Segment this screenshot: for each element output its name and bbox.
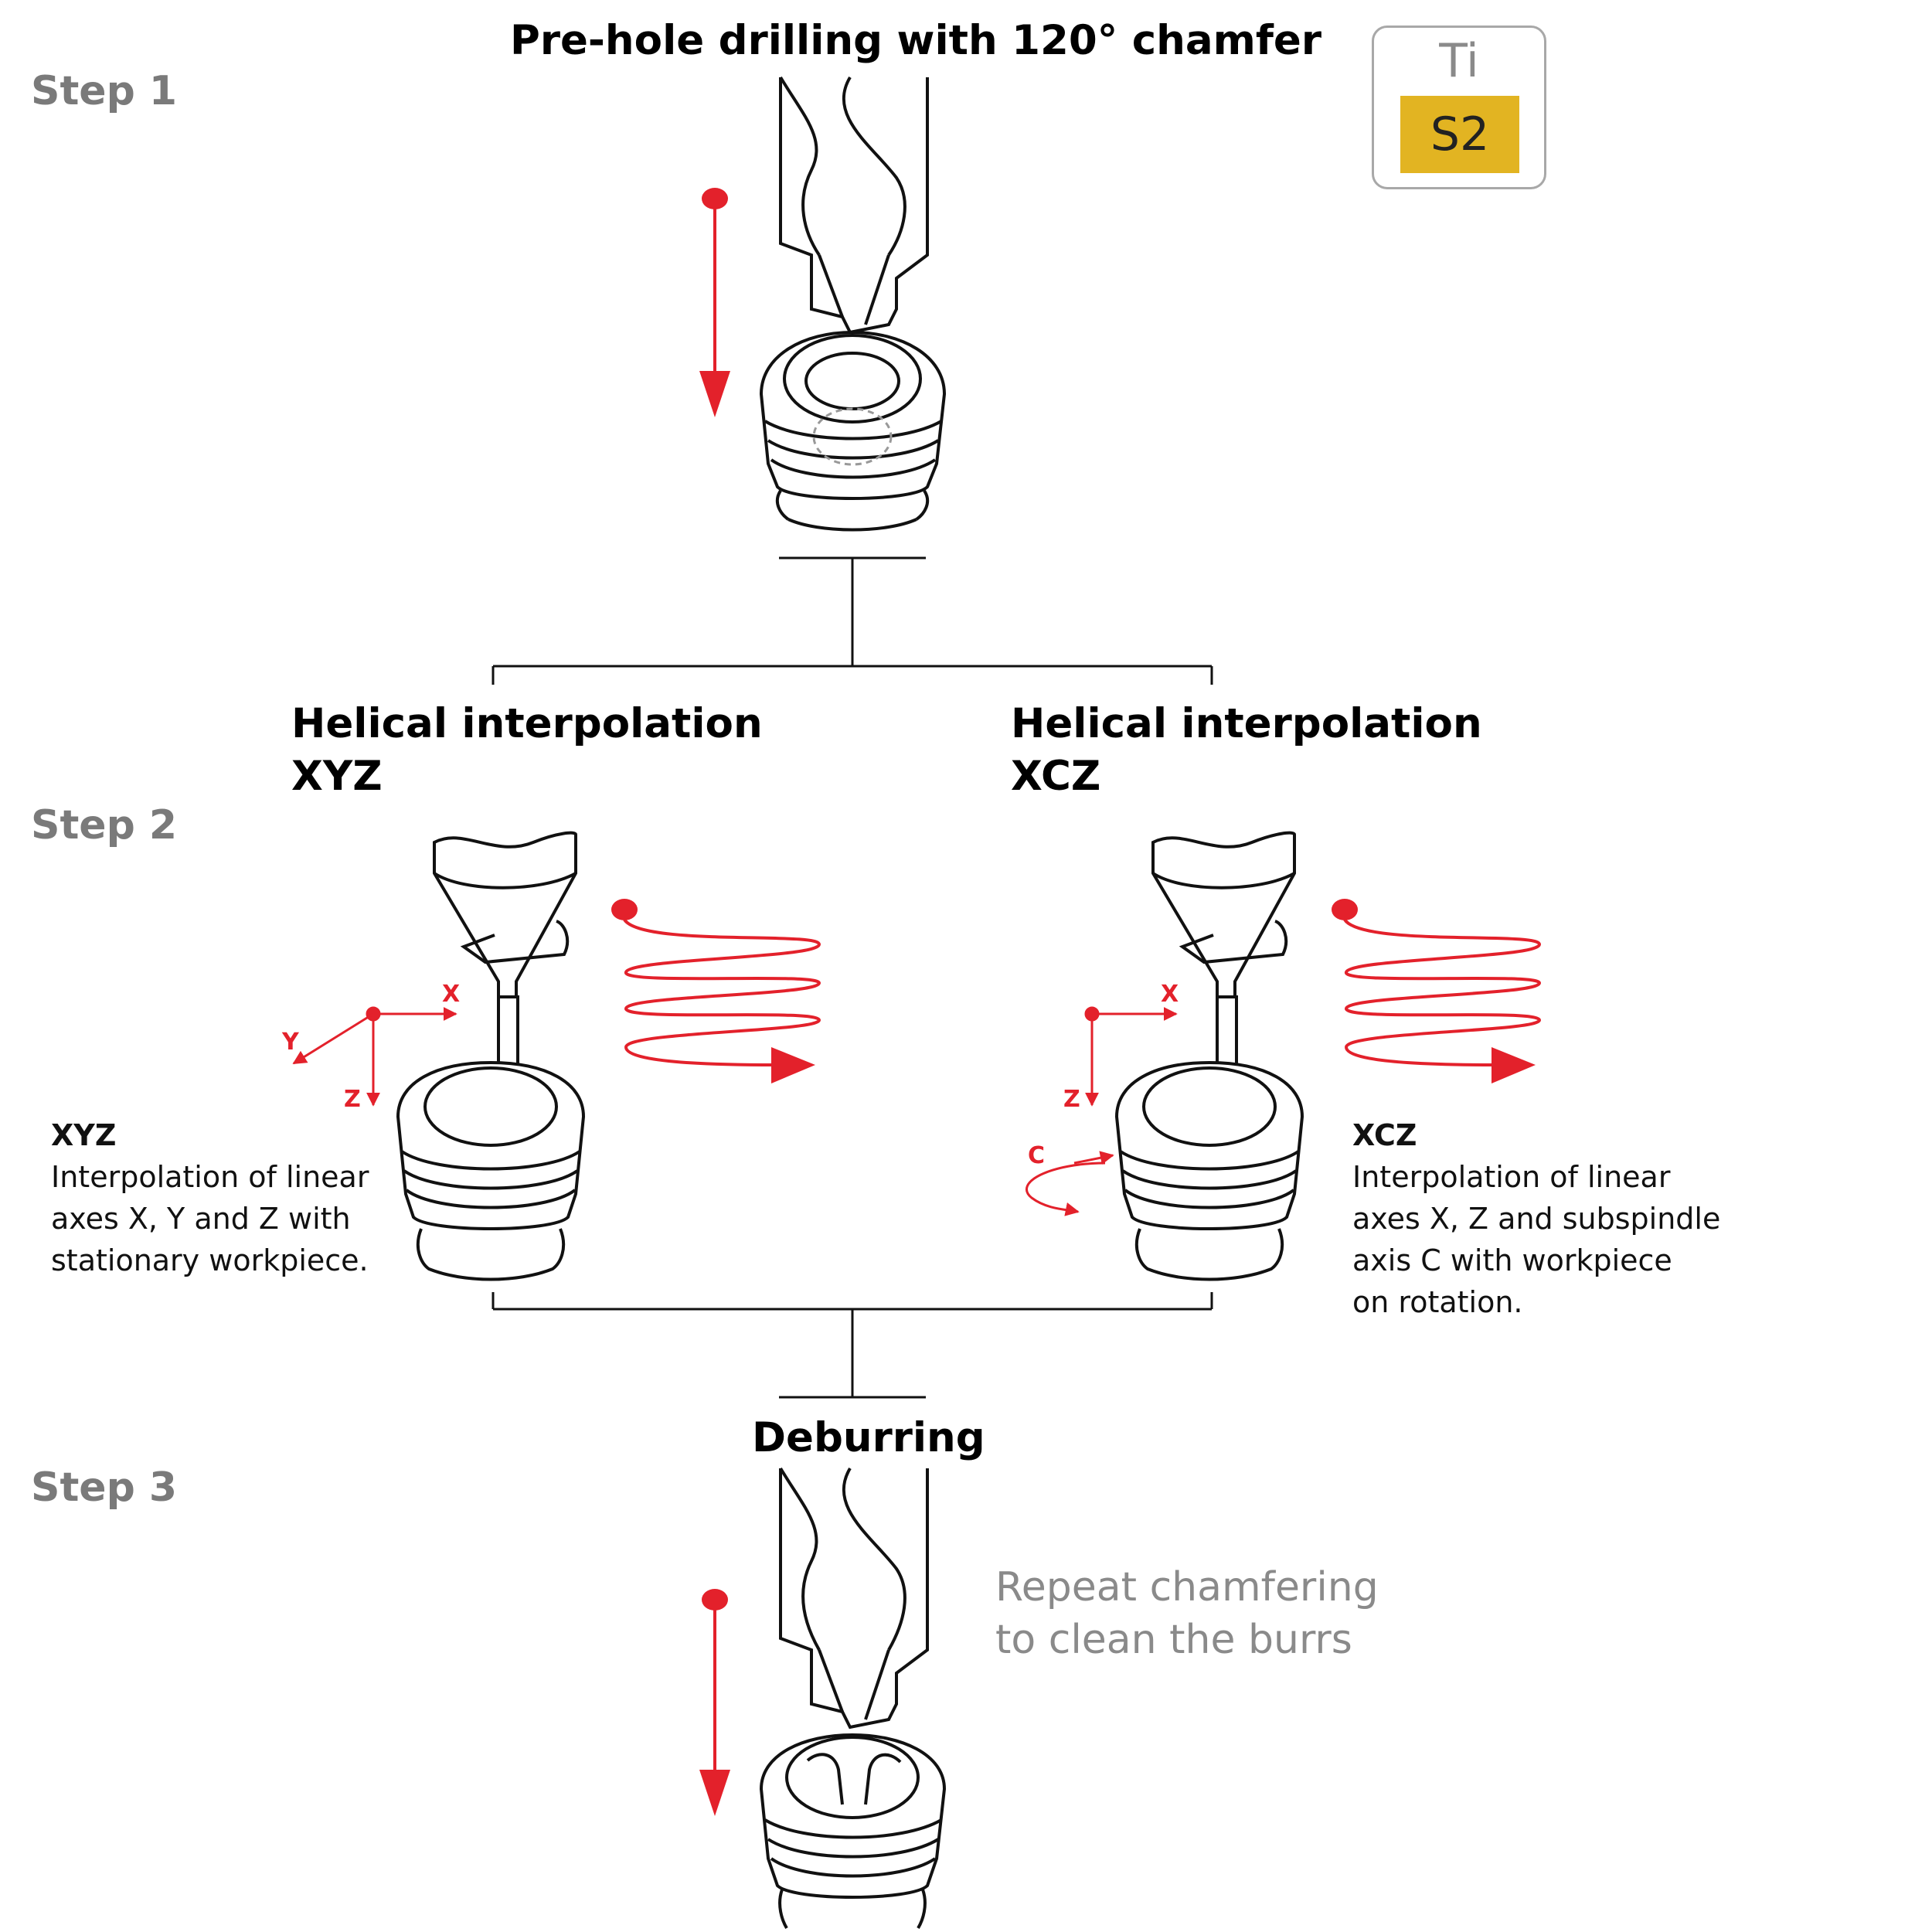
predrill-title: Pre-hole drilling with 120° chamfer <box>510 17 1322 64</box>
axis-x-label-xcz: X <box>1161 981 1179 1008</box>
xyz-description-line2: axes X, Y and Z with <box>51 1202 351 1236</box>
axis-x-label-xyz: X <box>442 981 460 1008</box>
helical-xcz-title-line1: Helical interpolation <box>1011 700 1482 747</box>
xcz-description-line1: Interpolation of linear <box>1352 1160 1671 1194</box>
repeat-chamfering-note-line1: Repeat chamfering <box>995 1564 1379 1611</box>
feed-arrow-3 <box>699 1589 730 1816</box>
deburring-title: Deburring <box>752 1414 985 1461</box>
xcz-description-line2: axes X, Z and subspindle <box>1352 1202 1721 1236</box>
drill-bit-icon <box>779 76 929 335</box>
step-3-label: Step 3 <box>31 1464 178 1511</box>
material-symbol: Ti <box>1439 34 1479 88</box>
helical-xyz-title-line2: XYZ <box>291 753 383 800</box>
axis-z-label-xyz: Z <box>344 1086 361 1113</box>
repeat-chamfering-note-line2: to clean the burrs <box>995 1617 1352 1663</box>
step-1-label: Step 1 <box>31 68 178 114</box>
workpiece-xcz-icon <box>1114 1060 1304 1281</box>
helical-xyz-title-line1: Helical interpolation <box>291 700 763 747</box>
xcz-description-line3: axis C with workpiece <box>1352 1243 1672 1277</box>
helix-path-xcz <box>1332 899 1542 1083</box>
xcz-description-line4: on rotation. <box>1352 1285 1523 1319</box>
flow-connectors <box>492 556 1213 1399</box>
thread-mill-xcz-icon <box>1151 831 1296 1104</box>
xcz-description-heading: XCZ <box>1352 1118 1417 1152</box>
workpiece-xyz-icon <box>396 1060 586 1281</box>
xyz-description-heading: XYZ <box>51 1118 117 1152</box>
deburring-drill-icon <box>779 1467 929 1730</box>
xyz-description: XYZ Interpolation of linear axes X, Y an… <box>51 1114 369 1281</box>
helix-path-xyz <box>611 899 821 1083</box>
thread-mill-xyz-icon <box>433 831 577 1104</box>
repeat-chamfering-note: Repeat chamfering to clean the burrs <box>995 1561 1379 1666</box>
helical-xyz-title: Helical interpolation XYZ <box>291 698 763 803</box>
workpiece-3-icon <box>759 1733 947 1930</box>
workpiece-1-icon <box>759 330 947 532</box>
xcz-description: XCZ Interpolation of linear axes X, Z an… <box>1352 1114 1720 1323</box>
axis-z-label-xcz: Z <box>1063 1086 1080 1113</box>
step-2-label: Step 2 <box>31 802 178 849</box>
material-badge: Ti S2 <box>1372 26 1546 189</box>
xyz-description-line3: stationary workpiece. <box>51 1243 369 1277</box>
axes-xyz <box>292 1006 457 1107</box>
helical-xcz-title: Helical interpolation XCZ <box>1011 698 1482 803</box>
axis-y-label-xyz: Y <box>281 1029 300 1056</box>
xyz-description-line1: Interpolation of linear <box>51 1160 369 1194</box>
material-code: S2 <box>1400 96 1519 173</box>
axes-xcz <box>1026 1006 1178 1216</box>
axis-c-label-xcz: C <box>1028 1142 1045 1169</box>
helical-xcz-title-line2: XCZ <box>1011 753 1101 800</box>
feed-arrow-1 <box>699 188 730 417</box>
